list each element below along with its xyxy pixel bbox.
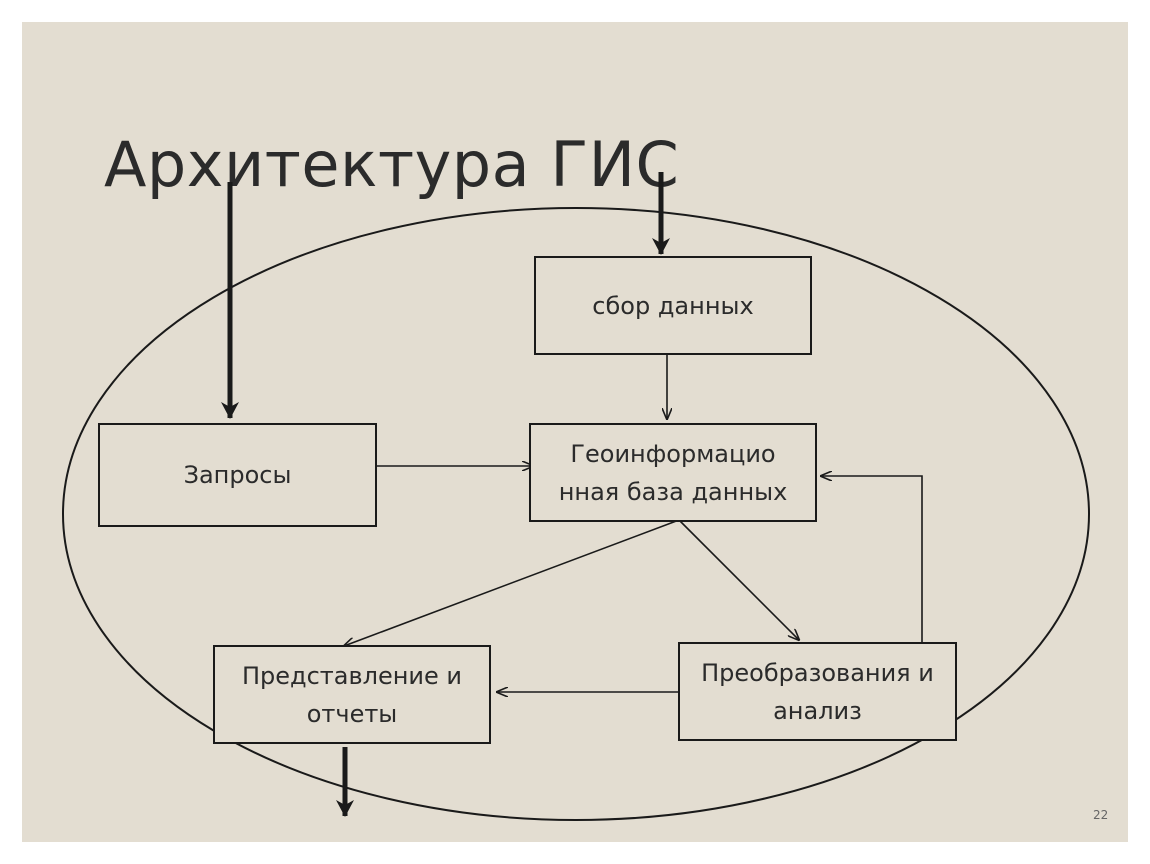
slide-title: Архитектура ГИС [104, 128, 680, 201]
node-queries-label: Запросы [183, 461, 292, 489]
system-boundary-ellipse [62, 207, 1090, 821]
node-geodatabase: Геоинформацио нная база данных [529, 423, 817, 522]
node-data-collection: сбор данных [534, 256, 812, 355]
node-transformation-label: Преобразования и анализ [701, 658, 934, 725]
arrow-db-to-presentation [344, 519, 680, 646]
page-number: 22 [1093, 808, 1109, 822]
arrow-db-to-transformation [678, 519, 799, 640]
node-presentation: Представление и отчеты [213, 645, 491, 744]
node-presentation-label: Представление и отчеты [241, 661, 463, 728]
arrow-transformation-feedback-to-db [821, 476, 923, 642]
node-geodatabase-label: Геоинформацио нная база данных [558, 439, 788, 506]
node-data-collection-label: сбор данных [592, 291, 754, 320]
node-transformation: Преобразования и анализ [678, 642, 957, 741]
node-queries: Запросы [98, 423, 377, 527]
